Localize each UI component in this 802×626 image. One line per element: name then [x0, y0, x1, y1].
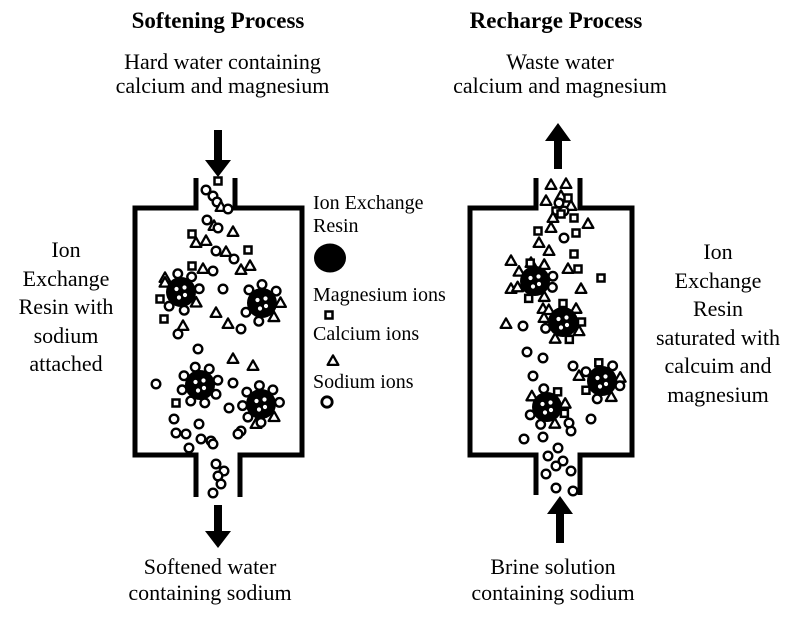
- recharge-title: Recharge Process: [469, 8, 643, 33]
- inflow-line: Hard water containing: [124, 49, 321, 74]
- side-line: Ion: [51, 237, 81, 262]
- softening-ions: [150, 176, 263, 499]
- legend-magnesium-label: Magnesium ions: [313, 284, 446, 306]
- legend-resin-label: Ion Exchange Resin: [313, 192, 448, 238]
- side-line: attached: [29, 351, 103, 376]
- softening-side-label: Ion Exchange Resin with sodium attached: [2, 236, 130, 379]
- outflow-line: containing sodium: [471, 580, 635, 605]
- side-line: saturated with: [655, 324, 781, 350]
- outflow-line: containing sodium: [128, 580, 292, 605]
- legend-symbols: [320, 310, 340, 409]
- inflow-line: Waste water: [506, 49, 614, 74]
- side-line: sodium: [33, 322, 99, 348]
- side-line: Exchange: [22, 265, 110, 291]
- side-line: Ion: [703, 239, 733, 264]
- inflow-line: calcium and magnesium: [115, 73, 330, 98]
- up-arrow-icon: [545, 123, 571, 169]
- inflow-line: calcium and magnesium: [453, 73, 667, 98]
- softening-title: Softening Process: [131, 8, 305, 33]
- recharge-inflow-label: Waste water calcium and magnesium: [440, 50, 680, 98]
- recharge-outflow-label: Brine solution containing sodium: [428, 554, 678, 606]
- side-line: Resin: [692, 296, 744, 321]
- up-arrow-icon: [547, 496, 573, 543]
- legend-sodium-label: Sodium ions: [313, 371, 414, 393]
- filled-circle-icon: [314, 243, 346, 273]
- down-arrow-icon: [205, 505, 231, 548]
- outflow-line: Softened water: [143, 554, 277, 579]
- legend-calcium-label: Calcium ions: [313, 323, 420, 345]
- legend-line: Ion Exchange: [313, 192, 424, 214]
- recharge-side-label: Ion Exchange Resin saturated with calcui…: [648, 238, 788, 409]
- softening-inflow-label: Hard water containing calcium and magnes…: [95, 50, 350, 98]
- legend-line: Resin: [313, 215, 359, 237]
- recharge-column-outline: [467, 178, 635, 495]
- softening-outflow-label: Softened water containing sodium: [85, 554, 335, 606]
- recharge-resin-beads: [511, 258, 627, 430]
- side-line: Exchange: [674, 267, 762, 293]
- side-line: calcuim and: [664, 353, 772, 378]
- softening-column-outline: [132, 178, 305, 497]
- down-arrow-icon: [205, 130, 231, 177]
- side-line: Resin with: [18, 294, 114, 319]
- recharge-ions: [499, 177, 606, 497]
- softening-resin-beads: [158, 268, 288, 429]
- outflow-line: Brine solution: [490, 554, 616, 579]
- side-line: magnesium: [667, 381, 769, 407]
